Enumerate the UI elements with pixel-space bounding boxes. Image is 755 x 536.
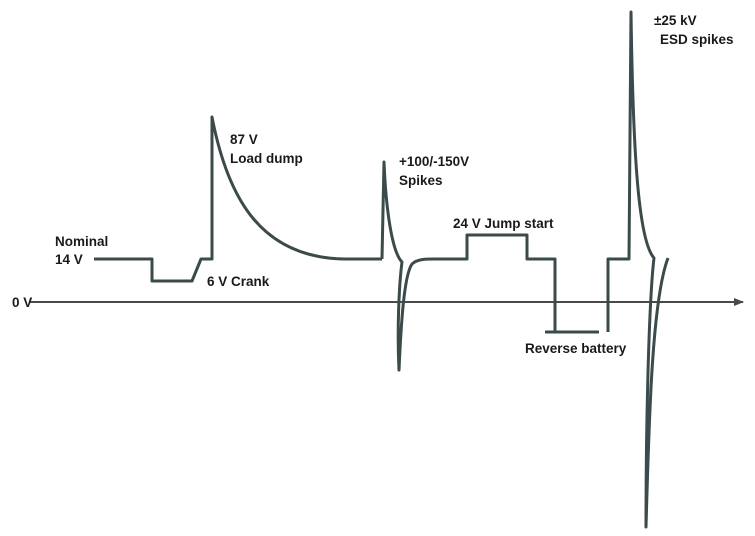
zero-volt-label: 0 V [12, 295, 32, 310]
nominal-label-line2: 14 V [55, 252, 83, 267]
waveform-esd [606, 10, 670, 529]
load-dump-label-line2: Load dump [230, 151, 303, 166]
reverse-battery-label: Reverse battery [525, 341, 627, 356]
spikes-label-line2: Spikes [399, 173, 443, 188]
crank-label: 6 V Crank [207, 274, 270, 289]
jump-start-label: 24 V Jump start [453, 216, 554, 231]
waveform-jumpstart-reverse [440, 233, 597, 334]
waveform-spike [380, 160, 441, 372]
esd-label-line1: ±25 kV [654, 13, 697, 28]
nominal-label-line1: Nominal [55, 234, 108, 249]
spikes-label-line1: +100/-150V [399, 154, 469, 169]
waveform-nominal-crank-loaddump [94, 115, 382, 283]
load-dump-label-line1: 87 V [230, 132, 258, 147]
esd-label-line2: ESD spikes [660, 32, 734, 47]
